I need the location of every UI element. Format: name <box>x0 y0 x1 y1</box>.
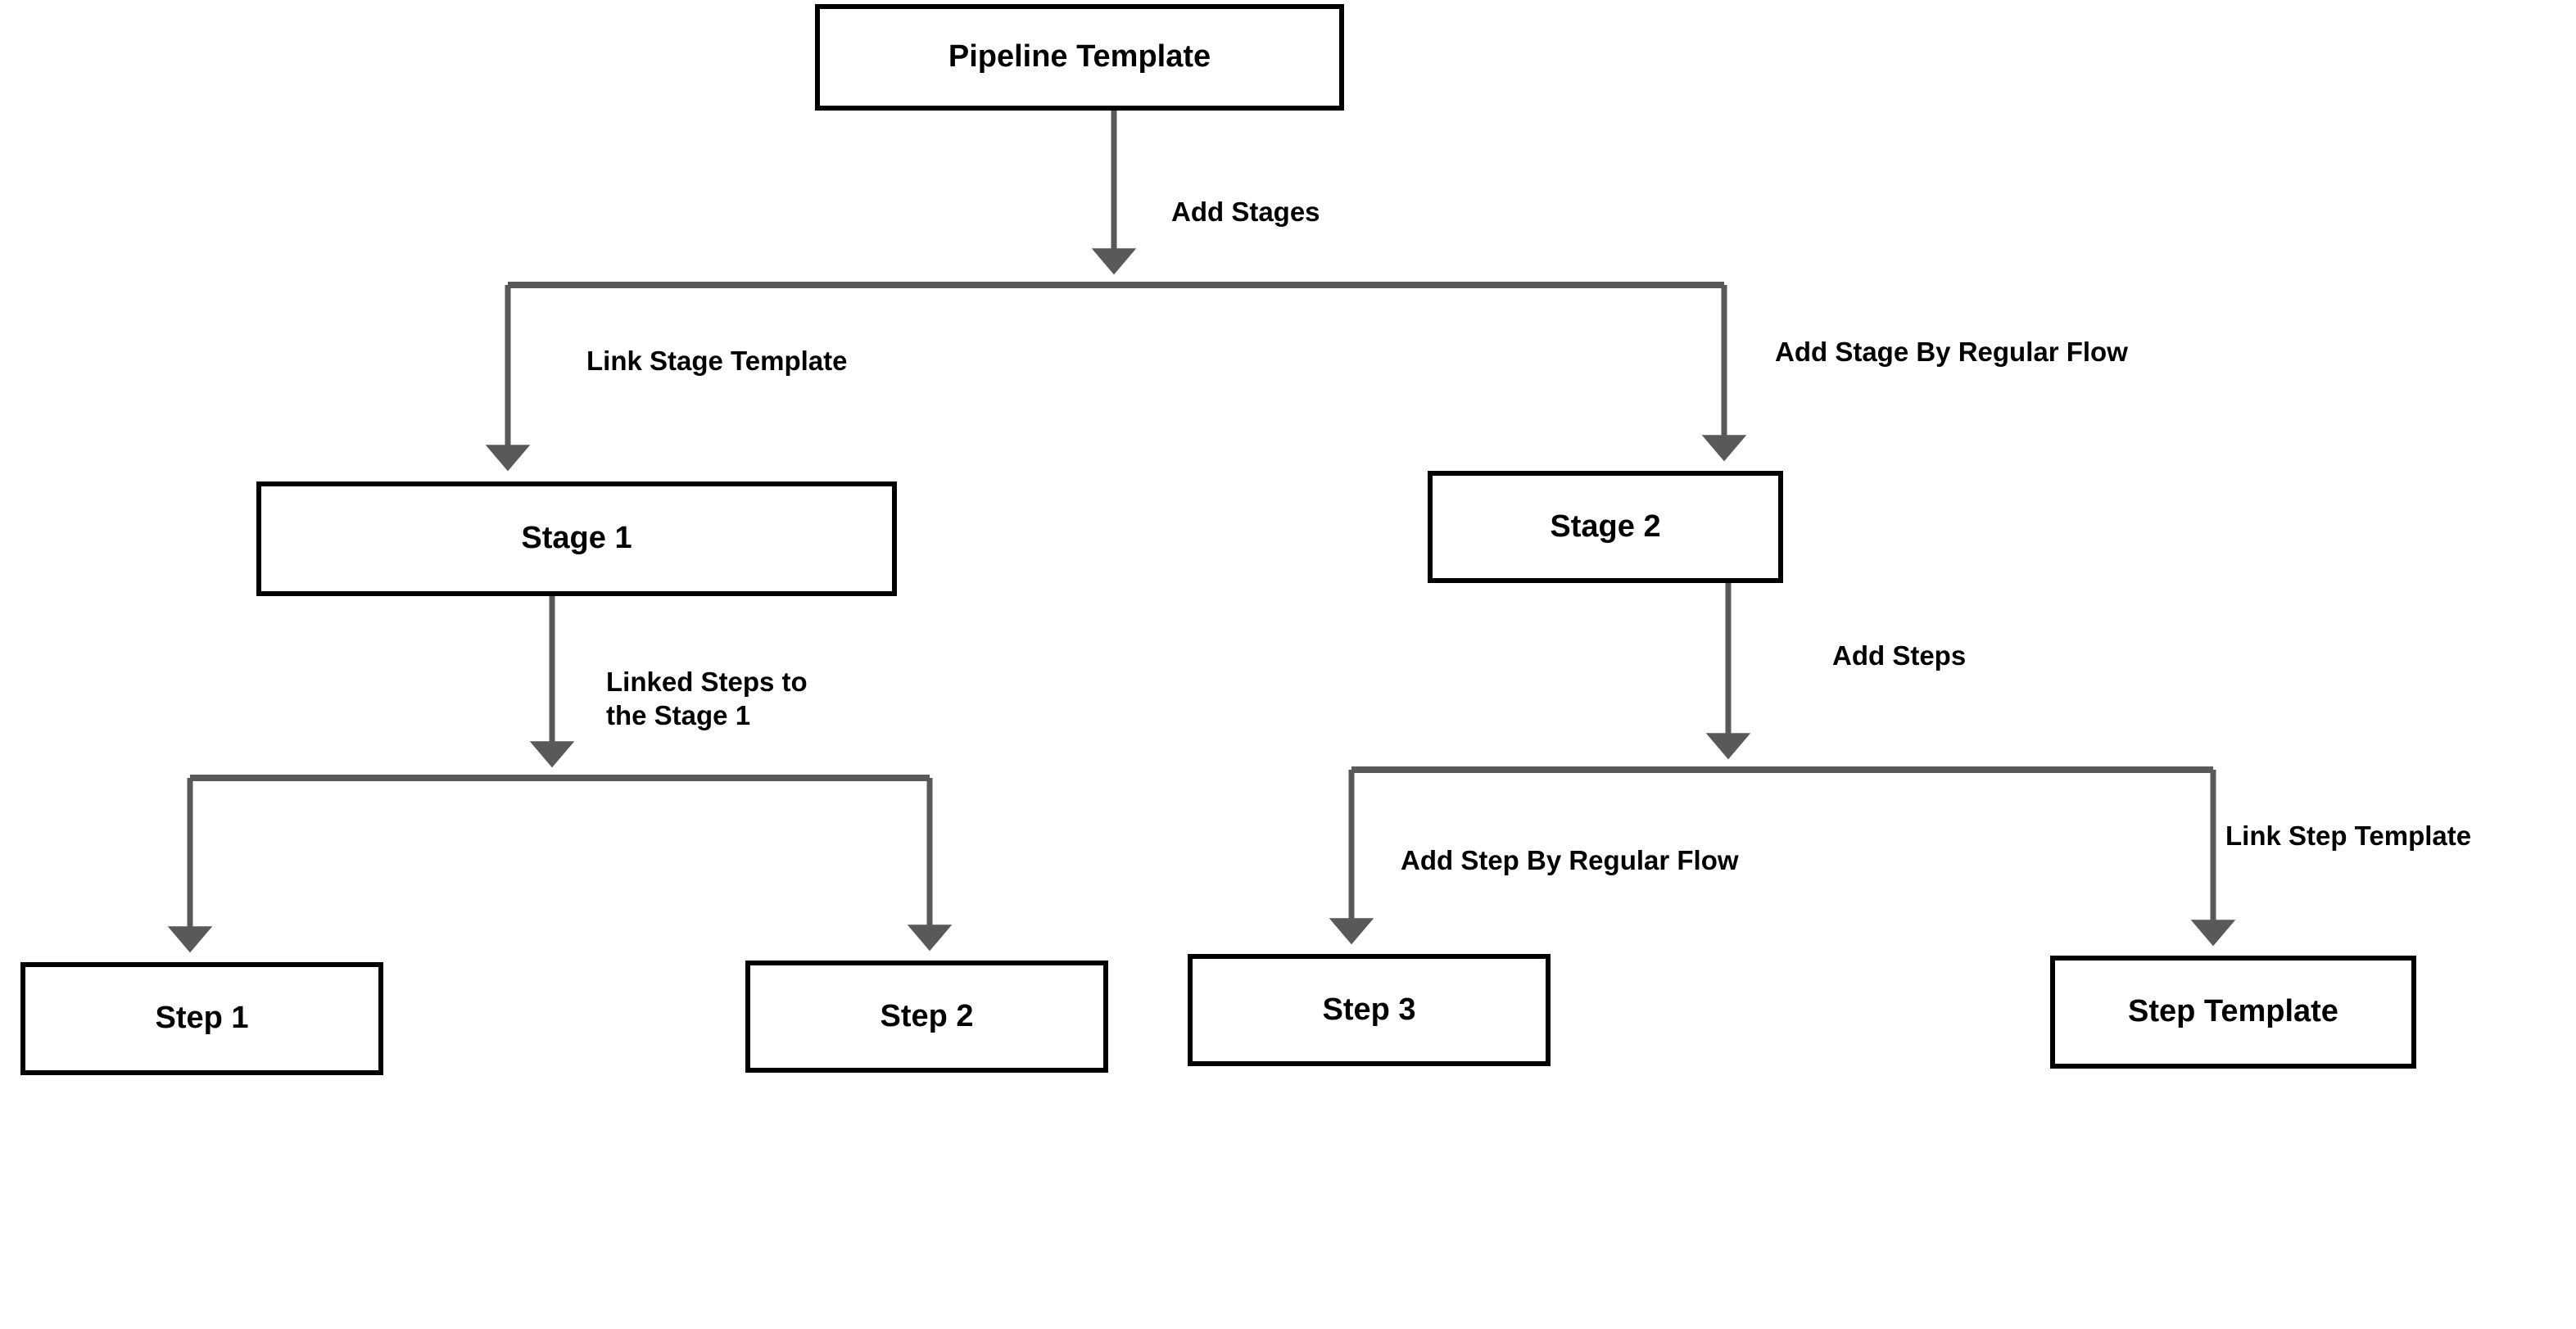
node-step-2[interactable]: Step 2 <box>745 961 1108 1073</box>
node-label-step-template: Step Template <box>2128 994 2338 1029</box>
node-label-step-2: Step 2 <box>880 998 974 1033</box>
edge-label-add-step-by-regular-flow: Add Step By Regular Flow <box>1401 845 1739 875</box>
node-stage-2[interactable]: Stage 2 <box>1428 471 1783 583</box>
node-label-stage-2: Stage 2 <box>1550 509 1661 544</box>
node-label-step-3: Step 3 <box>1322 992 1416 1027</box>
node-step-template[interactable]: Step Template <box>2050 956 2416 1069</box>
node-pipeline-template[interactable]: Pipeline Template <box>815 4 1344 111</box>
edge-label-add-steps: Add Steps <box>1832 640 1967 671</box>
edge-label-add-stages: Add Stages <box>1171 197 1320 227</box>
node-step-1[interactable]: Step 1 <box>20 962 383 1075</box>
edge-label-link-stage-template: Link Stage Template <box>586 346 848 376</box>
node-step-3[interactable]: Step 3 <box>1188 954 1551 1066</box>
edge-label-link-step-template: Link Step Template <box>2225 820 2472 851</box>
node-label-pipeline-template: Pipeline Template <box>948 39 1211 75</box>
node-label-stage-1: Stage 1 <box>521 521 632 556</box>
node-stage-1[interactable]: Stage 1 <box>256 481 897 596</box>
node-label-step-1: Step 1 <box>155 1001 249 1036</box>
edge-label-add-stage-by-regular-flow: Add Stage By Regular Flow <box>1775 337 2128 367</box>
edge-label-linked-steps-to-the-stage-1: Linked Steps to the Stage 1 <box>606 667 808 731</box>
